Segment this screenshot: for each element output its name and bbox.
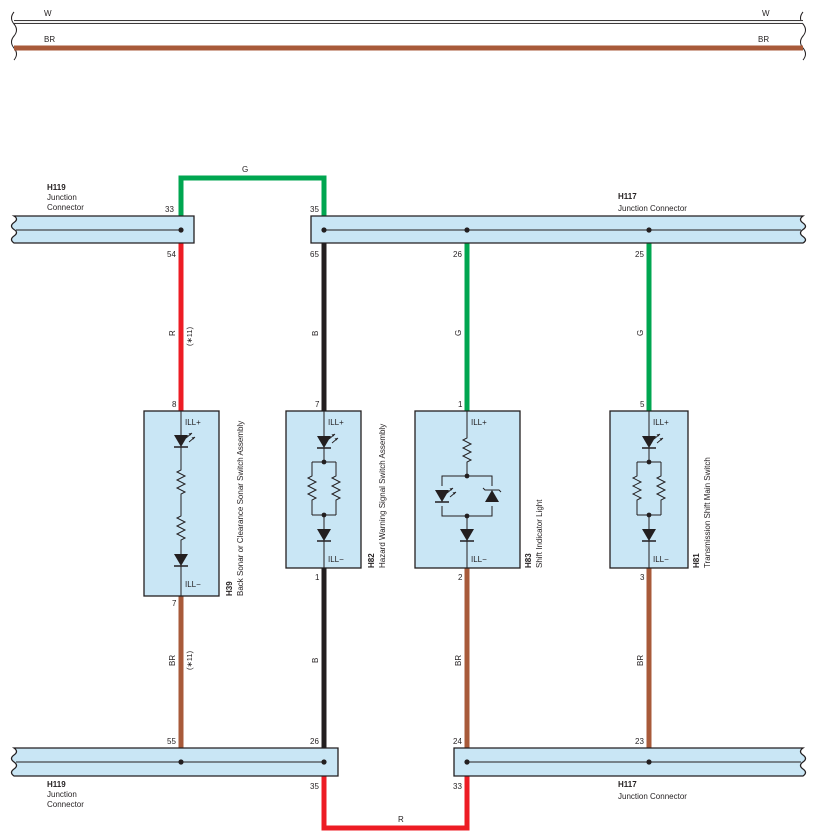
wire-b-h82-upper-label: B xyxy=(311,331,320,336)
wire-b-h82-lower-label: B xyxy=(311,658,320,663)
h81-name: Transmission Shift Main Switch xyxy=(703,457,712,568)
h81-id: H81 xyxy=(692,553,701,568)
h117-top-name: Junction Connector xyxy=(618,204,687,213)
component-h39: ILL+ ILL− 8 7 H39 Back Sonar or Clearanc… xyxy=(143,400,245,608)
h39-pin-top: 8 xyxy=(172,400,177,409)
h82-bottom-pin-26: 26 xyxy=(310,737,319,746)
wire-r-h39-label: R xyxy=(168,330,177,336)
h83-id: H83 xyxy=(524,553,533,568)
wire-br-h39-note: (∗11) xyxy=(185,650,194,670)
h119-bottom-pin-55: 55 xyxy=(167,737,176,746)
h81-term-bottom: ILL− xyxy=(653,555,669,564)
h117-top-pin-35: 35 xyxy=(310,205,319,214)
h39-pin-bottom: 7 xyxy=(172,599,177,608)
h119-top-pin-33: 33 xyxy=(165,205,174,214)
h39-term-top: ILL+ xyxy=(185,418,201,427)
h117-bottom-name: Junction Connector xyxy=(618,792,687,801)
wire-g-top xyxy=(178,175,327,216)
w-wire-label-left: W xyxy=(44,9,52,18)
h81-term-top: ILL+ xyxy=(653,418,669,427)
wire-g-h83-label: G xyxy=(454,330,463,336)
top-wire-bundle: W W BR BR xyxy=(11,9,806,61)
wires xyxy=(178,175,652,831)
wire-r-bottom-label: R xyxy=(398,815,404,824)
wire-r-h39-note: (∗11) xyxy=(185,326,194,346)
h119-bottom-name-1: Junction xyxy=(47,790,77,799)
h119-top-pin-54: 54 xyxy=(167,250,176,259)
h119-bottom-name-2: Connector xyxy=(47,800,84,809)
h39-term-bottom: ILL− xyxy=(185,580,201,589)
h117-top-pin-26: 26 xyxy=(453,250,462,259)
wire-break-right xyxy=(800,11,806,61)
h119-top-name-2: Connector xyxy=(47,203,84,212)
h117-bottom-pin-33: 33 xyxy=(453,782,462,791)
h82-bottom-pin-35: 35 xyxy=(310,782,319,791)
w-wire-label-right: W xyxy=(762,9,770,18)
wire-br-h83-label: BR xyxy=(454,655,463,666)
h119-top-name-1: Junction xyxy=(47,193,77,202)
h39-id: H39 xyxy=(225,581,234,596)
h83-pin-top: 1 xyxy=(458,400,463,409)
h82-term-bottom: ILL− xyxy=(328,555,344,564)
h82-pin-top: 7 xyxy=(315,400,320,409)
h117-bottom-pin-23: 23 xyxy=(635,737,644,746)
h83-name: Shift Indicator Light xyxy=(535,499,544,568)
connector-h117-top: H117 Junction Connector 35 65 26 25 xyxy=(310,192,807,259)
h82-term-top: ILL+ xyxy=(328,418,344,427)
h39-name: Back Sonar or Clearance Sonar Switch Ass… xyxy=(236,421,245,596)
h117-top-pin-65: 65 xyxy=(310,250,319,259)
h82-name: Hazard Warning Signal Switch Assembly xyxy=(378,424,387,568)
h83-term-bottom: ILL− xyxy=(471,555,487,564)
h117-top-pin-25: 25 xyxy=(635,250,644,259)
connector-h119-bottom: 55 26 35 H119 Junction Connector xyxy=(10,737,339,809)
wire-g-h81-label: G xyxy=(636,330,645,336)
wire-labels: G R (∗11) B G G BR (∗11) B BR BR R xyxy=(168,165,645,824)
wire-r-bottom xyxy=(321,776,470,831)
wire-break-left xyxy=(11,11,17,61)
h81-pin-bottom: 3 xyxy=(640,573,645,582)
h82-id: H82 xyxy=(367,553,376,568)
h83-term-top: ILL+ xyxy=(471,418,487,427)
component-h83: ILL+ ILL− 1 2 H83 Shift Indicator Light xyxy=(414,400,544,582)
h81-pin-top: 5 xyxy=(640,400,645,409)
h117-top-id: H117 xyxy=(618,192,637,201)
h119-top-id: H119 xyxy=(47,183,66,192)
wire-br-h81-label: BR xyxy=(636,655,645,666)
connector-h117-bottom: 24 23 33 H117 Junction Connector xyxy=(453,737,807,801)
component-h82: ILL+ ILL− 7 1 H82 Hazard Warning Signal … xyxy=(285,400,387,582)
h83-pin-bottom: 2 xyxy=(458,573,463,582)
h117-bottom-id: H117 xyxy=(618,780,637,789)
connector-h119-top: H119 Junction Connector 33 54 xyxy=(10,183,195,259)
br-wire-label-right: BR xyxy=(758,35,769,44)
component-h81: ILL+ ILL− 5 3 H81 Transmission Shift Mai… xyxy=(609,400,712,582)
wire-br-h39-label: BR xyxy=(168,655,177,666)
zener-diode-icon xyxy=(482,487,502,502)
h117-bottom-pin-24: 24 xyxy=(453,737,462,746)
h119-bottom-id: H119 xyxy=(47,780,66,789)
br-wire-label-left: BR xyxy=(44,35,55,44)
wire-g-top-label: G xyxy=(242,165,248,174)
h82-pin-bottom: 1 xyxy=(315,573,320,582)
